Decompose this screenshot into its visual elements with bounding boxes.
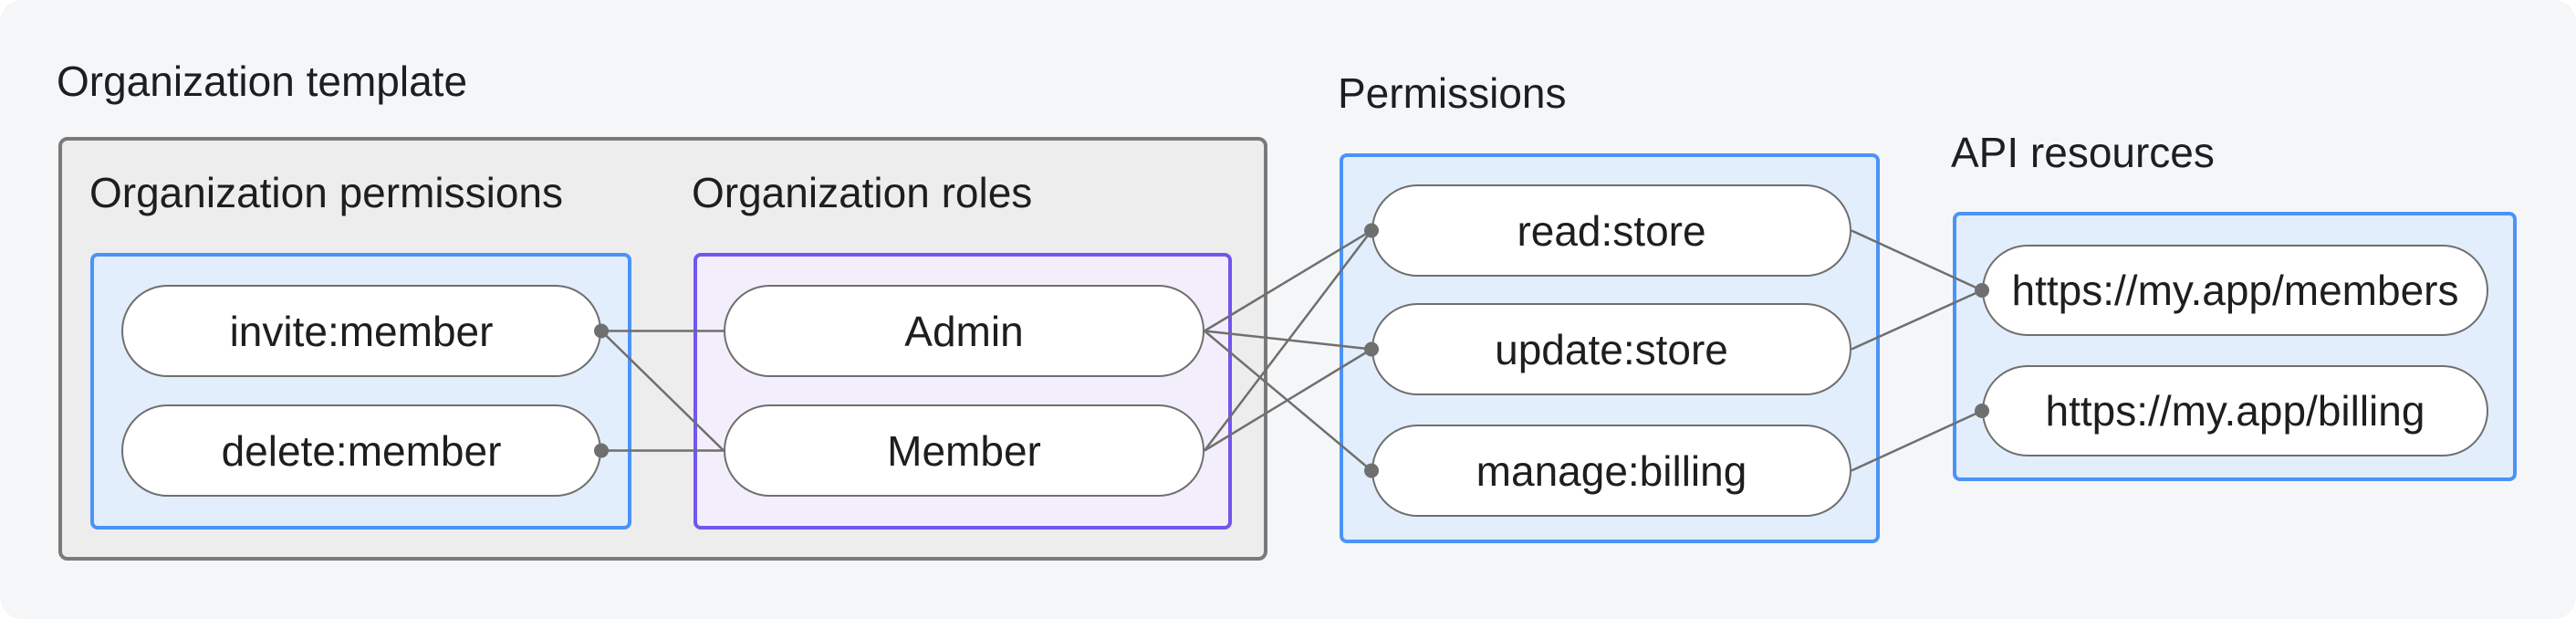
node-read-store: read:store bbox=[1371, 184, 1851, 277]
diagram-title: Organization template bbox=[57, 58, 468, 105]
node-api-members: https://my.app/members bbox=[1982, 245, 2488, 336]
node-manage-billing: manage:billing bbox=[1371, 425, 1851, 517]
heading-organization-permissions: Organization permissions bbox=[89, 169, 564, 216]
node-member-role: Member bbox=[724, 404, 1205, 497]
node-admin-role: Admin bbox=[724, 285, 1205, 377]
node-invite-member: invite:member bbox=[121, 285, 601, 377]
heading-permissions: Permissions bbox=[1338, 69, 1567, 117]
heading-api-resources: API resources bbox=[1951, 129, 2215, 176]
heading-organization-roles: Organization roles bbox=[692, 169, 1033, 216]
node-update-store: update:store bbox=[1371, 303, 1851, 395]
node-api-billing: https://my.app/billing bbox=[1982, 365, 2488, 456]
node-delete-member: delete:member bbox=[121, 404, 601, 497]
